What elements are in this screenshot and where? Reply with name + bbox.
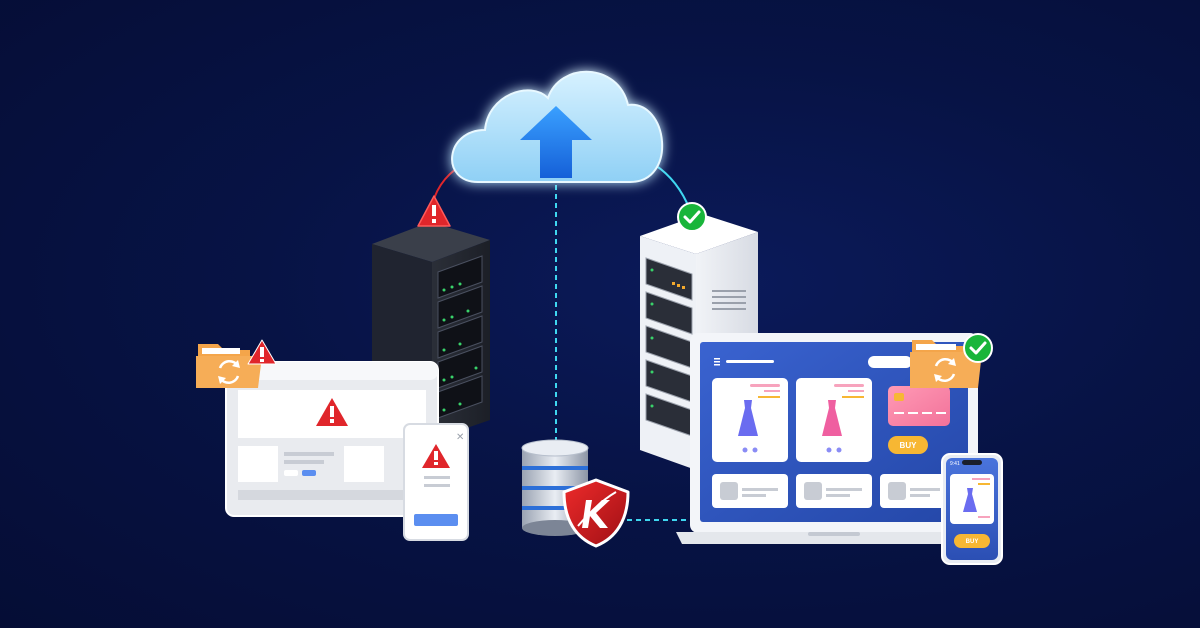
list-item: [796, 474, 872, 508]
phone-time: 9:41: [950, 461, 960, 467]
error-browser-window: [225, 361, 439, 517]
shop-app-screen: BUY: [712, 356, 950, 508]
cloud-to-right-server-line: [654, 164, 691, 211]
product-card: [796, 378, 872, 462]
browser-warning-icon: [316, 398, 348, 426]
list-item: [712, 474, 788, 508]
upload-arrow-icon: [520, 106, 592, 178]
phone-buy-button[interactable]: BUY: [954, 534, 990, 548]
credit-card-icon: [888, 386, 950, 426]
dress-icon: [822, 400, 842, 436]
folder-sync-success: [910, 333, 993, 388]
shield-logo-icon: [562, 478, 630, 548]
right-server-check-icon: [677, 202, 707, 232]
folder-warning-icon: [247, 339, 277, 365]
error-popup-dialog: ✕: [403, 423, 469, 541]
list-item: [880, 474, 946, 508]
dress-icon: [738, 400, 758, 436]
popup-warning-icon: [422, 444, 450, 468]
buy-button-label: BUY: [900, 441, 918, 450]
phone-product-card: [950, 474, 994, 524]
product-card: [712, 378, 788, 462]
dress-icon: [963, 488, 977, 512]
smartphone: 9:41 BUY: [941, 453, 1003, 565]
close-icon: ✕: [456, 432, 464, 443]
left-server-warning-icon: [417, 195, 451, 227]
buy-button[interactable]: BUY: [888, 436, 928, 454]
folder-sync-warning: [196, 339, 277, 388]
folder-check-icon: [963, 333, 993, 363]
phone-buy-button-label: BUY: [966, 539, 979, 545]
search-bar: [868, 356, 912, 368]
menu-icon: [714, 358, 720, 366]
